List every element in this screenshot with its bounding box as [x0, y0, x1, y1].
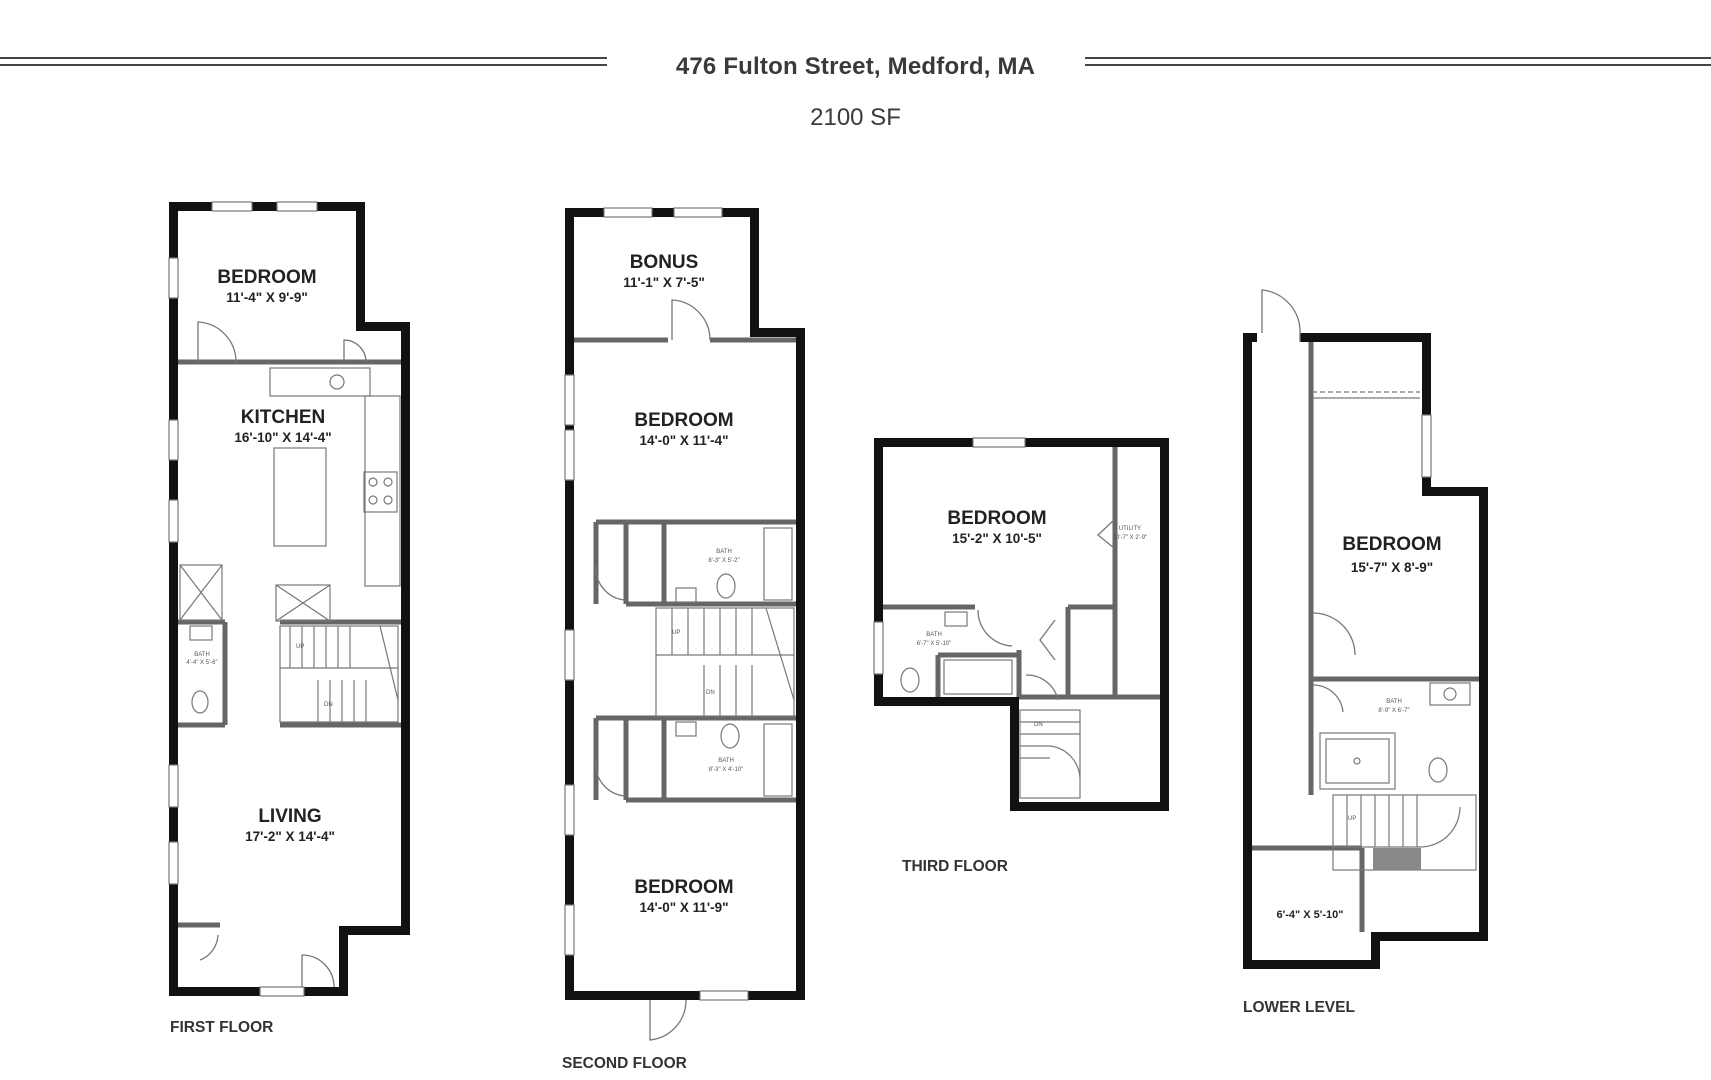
kitchen-dims: 16'-10" X 14'-4"	[234, 430, 331, 445]
second-stair-dn: DN	[706, 690, 715, 696]
first-stair-dn: DN	[324, 702, 333, 708]
first-floor-stairs	[279, 625, 399, 723]
second-floor-plan: BONUS 11'-1" X 7'-5" BEDROOM 14'-0" X 11…	[562, 207, 805, 1072]
second-bedroom-2-name: BEDROOM	[634, 877, 733, 898]
header-rule-left	[0, 57, 607, 66]
third-bedroom-dims: 15'-2" X 10'-5"	[952, 531, 1042, 546]
second-bath-2-dims: 8'-3" X 4'-10"	[709, 767, 744, 773]
lower-level-stairs	[1332, 794, 1477, 871]
second-bedroom-1-name: BEDROOM	[634, 410, 733, 431]
first-stair-up: UP	[296, 644, 304, 650]
third-bedroom-name: BEDROOM	[947, 508, 1046, 529]
lower-stair-up: UP	[1348, 816, 1356, 822]
first-floor-plan: BEDROOM 11'-4" X 9'-9" KITCHEN 16'-10" X…	[168, 201, 410, 1036]
lower-level-plan: BEDROOM 15'-7" X 8'-9" BATH 8'-9" X 6'-7…	[1243, 289, 1488, 1016]
second-bath-1-dims: 8'-3" X 5'-2"	[708, 558, 739, 564]
bonus-name: BONUS	[630, 252, 699, 273]
second-bedroom-1-dims: 14'-0" X 11'-4"	[639, 433, 728, 448]
living-name: LIVING	[258, 806, 321, 827]
utility-dims: 10'-7" X 2'-9"	[1113, 535, 1148, 541]
third-stair-dn: DN	[1034, 722, 1043, 728]
third-floor-stairs	[1019, 709, 1081, 799]
lower-bath-dims: 8'-9" X 6'-7"	[1378, 708, 1409, 714]
living-dims: 17'-2" X 14'-4"	[245, 829, 335, 844]
third-floor-label: THIRD FLOOR	[902, 858, 1008, 875]
lower-bedroom-name: BEDROOM	[1342, 534, 1441, 555]
lower-bedroom-dims: 15'-7" X 8'-9"	[1351, 560, 1433, 575]
second-floor-stairs	[655, 607, 795, 717]
header-rule-right	[1085, 57, 1711, 66]
utility-name: UTILITY	[1119, 526, 1141, 532]
lower-level-label: LOWER LEVEL	[1243, 999, 1355, 1016]
first-bath-name: BATH	[194, 652, 210, 658]
third-bath-name: BATH	[926, 632, 942, 638]
second-floor-label: SECOND FLOOR	[562, 1055, 687, 1072]
property-address: 476 Fulton Street, Medford, MA	[675, 53, 1036, 80]
second-bedroom-2-dims: 14'-0" X 11'-9"	[639, 900, 728, 915]
lower-bath-name: BATH	[1386, 699, 1402, 705]
kitchen-name: KITCHEN	[241, 407, 325, 428]
third-floor-plan: BEDROOM 15'-2" X 10'-5" BATH 6'-7" X 5'-…	[873, 437, 1169, 875]
second-bath-2-name: BATH	[718, 758, 734, 764]
property-area: 2100 SF	[810, 104, 901, 131]
second-bath-1-name: BATH	[716, 549, 732, 555]
first-bath-dims: 4'-4" X 5'-6"	[186, 660, 217, 666]
first-bedroom-dims: 11'-4" X 9'-9"	[226, 290, 308, 305]
second-stair-up: UP	[672, 630, 680, 636]
third-bath-dims: 6'-7" X 5'-10"	[917, 641, 952, 647]
bonus-dims: 11'-1" X 7'-5"	[623, 275, 705, 290]
lower-storage-dims: 6'-4" X 5'-10"	[1276, 909, 1343, 921]
first-bedroom-name: BEDROOM	[217, 267, 316, 288]
first-floor-label: FIRST FLOOR	[170, 1019, 273, 1036]
